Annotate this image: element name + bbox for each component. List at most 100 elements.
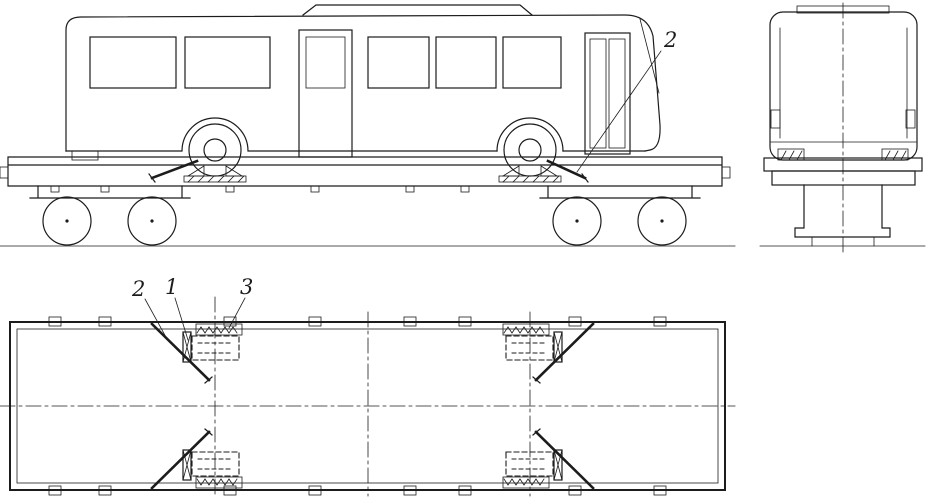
bus-front-door xyxy=(584,32,631,155)
brace-anchor xyxy=(204,376,213,384)
chock-wedge xyxy=(225,165,244,177)
callout-1-label: 1 xyxy=(165,275,178,299)
center-lines xyxy=(0,296,736,499)
sill-end xyxy=(771,170,916,186)
tie-rod xyxy=(546,159,587,180)
callout-2-plan: 2 xyxy=(131,277,168,340)
callout-1-plan: 1 xyxy=(165,275,189,341)
wheel-chocks-rear xyxy=(498,159,589,183)
plate-hatching xyxy=(502,175,560,183)
serrated-chock-bar xyxy=(195,476,243,489)
tie-rod xyxy=(150,159,199,180)
tire-detail xyxy=(511,342,548,354)
brace-anchor xyxy=(532,428,541,436)
bus-body-outline xyxy=(65,14,661,152)
brace-anchor xyxy=(532,376,541,384)
stake-pockets-top xyxy=(48,316,667,327)
callout-leader-line xyxy=(576,50,662,173)
chock-wedge xyxy=(186,165,205,177)
bus-wheel-front xyxy=(188,123,242,177)
side-stop-bar xyxy=(553,449,563,481)
windshield-pillar xyxy=(639,18,660,94)
rail-webs xyxy=(811,236,875,247)
tie-rod-anchor xyxy=(581,173,589,183)
stake-pocket-tabs xyxy=(50,185,470,193)
side-stop-bar xyxy=(553,331,563,363)
tail-light xyxy=(770,109,781,129)
callout-2-side-label: 2 xyxy=(663,28,677,52)
callout-3-label: 3 xyxy=(240,275,253,299)
flatcar-end-view xyxy=(759,2,926,253)
bus-window xyxy=(184,36,271,89)
bogie-wheel xyxy=(127,196,177,246)
bolster-pedestal xyxy=(794,184,891,238)
bogie-wheel xyxy=(552,196,602,246)
serrated-base-plate xyxy=(498,175,562,183)
chock-wedge xyxy=(501,165,520,177)
tire-footprint xyxy=(191,335,240,361)
wheel-center-dot xyxy=(65,219,69,223)
bus-wheel-rear xyxy=(503,123,557,177)
brace-anchor xyxy=(204,428,213,436)
tire-detail xyxy=(511,458,548,470)
serrated-chock-bar xyxy=(502,323,550,336)
side-skirt-step xyxy=(71,150,99,161)
side-stop-bar xyxy=(182,449,192,481)
bus-window xyxy=(367,36,430,89)
wheel-assembly-right-bottom xyxy=(502,428,595,490)
bus-rear-outline xyxy=(769,11,918,161)
bus-window xyxy=(502,36,562,89)
tire-detail xyxy=(197,458,234,470)
serrated-chock-bar xyxy=(195,323,243,336)
stake-pockets-bottom xyxy=(48,485,667,496)
tie-rod-anchor xyxy=(148,173,156,183)
callout-2-label: 2 xyxy=(131,277,145,301)
side-stop-bar xyxy=(182,331,192,363)
roof-hatch xyxy=(302,4,533,16)
wheel-arches xyxy=(181,117,564,152)
diagonal-brace xyxy=(150,430,211,490)
callout-leader-line xyxy=(228,297,246,329)
tire-footprint xyxy=(505,451,554,477)
flatcar-coupler-right xyxy=(721,166,731,179)
rear-view xyxy=(759,2,926,253)
bus-window xyxy=(435,36,497,89)
flatcar-coupler-left xyxy=(0,166,9,179)
tire-footprint xyxy=(505,335,554,361)
side-view: 2 xyxy=(0,4,736,247)
flatcar-side xyxy=(0,156,731,193)
diagonal-brace xyxy=(534,430,595,490)
diagonal-brace xyxy=(534,322,595,382)
chock-serration xyxy=(196,326,238,334)
bus-window xyxy=(89,36,177,89)
wheel-assembly-right-top xyxy=(502,322,595,384)
tire-detail xyxy=(197,342,234,354)
bogie-left xyxy=(29,185,191,246)
chock-serration xyxy=(503,478,545,486)
wheel-center-dot xyxy=(660,219,664,223)
callout-2-side: 2 xyxy=(576,28,677,173)
callout-leader-line xyxy=(144,298,168,340)
flatcar-deck-inner xyxy=(16,328,719,484)
tail-light xyxy=(905,109,916,129)
tire-footprint xyxy=(191,451,240,477)
wheel-assembly-left-top xyxy=(150,322,243,384)
callout-leader-line xyxy=(174,297,189,341)
flatcar-deck-lines xyxy=(7,156,723,187)
serrated-base-plate xyxy=(183,175,247,183)
callout-3-plan: 3 xyxy=(228,275,253,329)
chock-serration xyxy=(503,326,545,334)
serrated-chock-bar xyxy=(502,476,550,489)
bogie-right xyxy=(539,185,701,246)
wheel-assembly-left-bottom xyxy=(150,428,243,490)
bus-rear xyxy=(769,5,918,161)
plan-view: 2 1 3 xyxy=(0,275,736,499)
bus-side xyxy=(65,4,661,177)
diagonal-brace xyxy=(150,322,211,382)
plate-hatching xyxy=(187,175,245,183)
bus-windows xyxy=(89,36,562,89)
bogie-wheel xyxy=(637,196,687,246)
chock-serration xyxy=(196,478,238,486)
